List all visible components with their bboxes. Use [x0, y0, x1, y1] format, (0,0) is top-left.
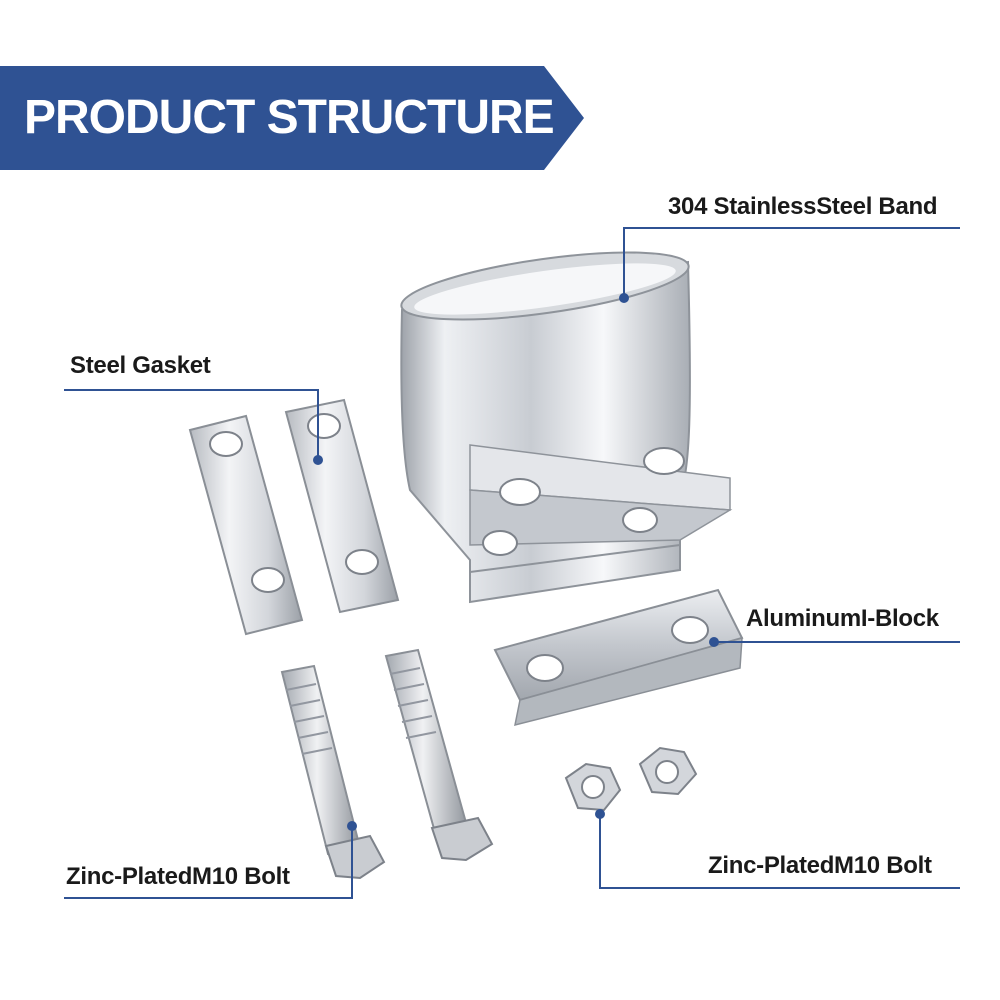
title-banner: PRODUCT STRUCTURE: [0, 66, 584, 170]
aluminum-i-block: [493, 588, 744, 727]
banner-title: PRODUCT STRUCTURE: [24, 91, 555, 144]
leader-line-gasket: [64, 389, 319, 460]
steel-gasket-left: [188, 414, 304, 636]
stainless-steel-band: [400, 251, 733, 604]
leader-dot-nut: [595, 809, 605, 819]
leader-line-bolt: [64, 826, 353, 899]
label-gasket: Steel Gasket: [70, 352, 211, 379]
m10-bolt-left: [280, 664, 386, 880]
leader-dot-bolt: [347, 821, 357, 831]
banner-arrow-shape: [0, 66, 584, 170]
leader-dot-band: [619, 293, 629, 303]
m10-nut-left: [564, 762, 622, 812]
leader-line-nut: [599, 814, 960, 889]
leader-line-band: [623, 227, 960, 298]
leader-dot-gasket: [313, 455, 323, 465]
m10-bolt-right: [384, 648, 494, 862]
label-bolt: Zinc-PlatedM10 Bolt: [66, 863, 290, 890]
steel-gasket-right: [284, 398, 400, 614]
m10-nut-right: [638, 746, 698, 796]
label-band: 304 StainlessSteel Band: [668, 193, 938, 220]
label-nut: Zinc-PlatedM10 Bolt: [708, 852, 932, 879]
label-iblock: AluminumI-Block: [746, 605, 939, 632]
leader-dot-iblock: [709, 637, 719, 647]
